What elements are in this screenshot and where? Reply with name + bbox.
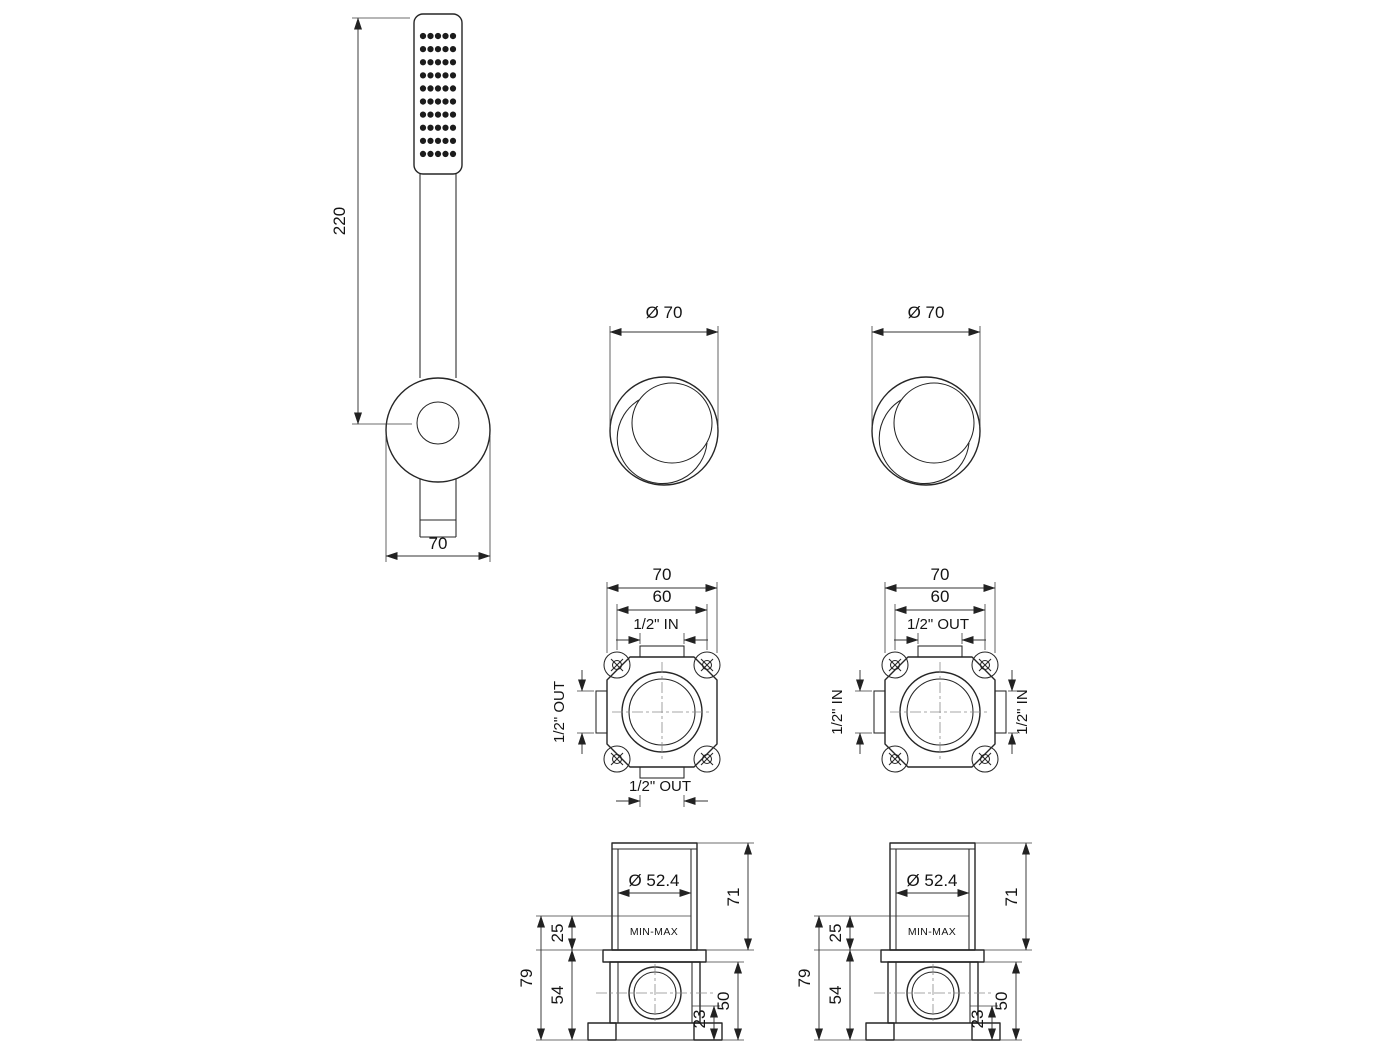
- screw-ear: [693, 745, 721, 773]
- port-boss-top: [917, 645, 963, 658]
- valve-left-spacing-label: 60: [653, 587, 672, 606]
- port-boss-left: [595, 690, 608, 734]
- valve-side-view-right: [795, 843, 1032, 1040]
- mounting-foot: [693, 1022, 723, 1041]
- handshower-diameter-dimension: 70: [385, 436, 491, 562]
- side-port-offset-label: 23: [690, 1010, 709, 1029]
- knob-face: [631, 382, 713, 464]
- knob-view-left: Ø 70: [609, 303, 719, 486]
- valve-left-dimensions: 70 60 1/2" IN 1/2" OUT 1/2" OUT: [551, 565, 718, 807]
- side-plaster-range-label: 25: [548, 924, 567, 943]
- handshower-body: [385, 13, 491, 538]
- screw-ear: [603, 745, 631, 773]
- mounting-foot: [587, 1022, 617, 1041]
- valve-flange: [602, 949, 707, 963]
- handshower-length-dimension: 220: [330, 17, 412, 425]
- valve-right-width-label: 70: [931, 565, 950, 584]
- side-body-depth-label: 50: [714, 992, 733, 1011]
- valve-right-dimensions: 70 60 1/2" OUT 1/2" IN 1/2" IN: [829, 565, 1031, 754]
- side-depth-total-label: 71: [724, 888, 743, 907]
- valve-left-port-top-label: 1/2" IN: [633, 616, 678, 633]
- knob-outer-ring: [609, 376, 719, 486]
- valve-right-port-top-label: 1/2" OUT: [907, 616, 969, 633]
- side-diameter-label: Ø 52.4: [628, 871, 679, 890]
- port-boss-right: [994, 690, 1007, 734]
- hose-connection: [416, 401, 460, 445]
- valve-left-port-bottom-label: 1/2" OUT: [629, 778, 691, 795]
- knob-diameter-label: Ø 70: [646, 303, 683, 322]
- port-boss-top: [639, 645, 685, 658]
- port-boss-bottom: [639, 766, 685, 779]
- port-boss-left: [873, 690, 886, 734]
- knob-grip-crescent: [616, 399, 708, 485]
- wall-escutcheon: [385, 377, 491, 483]
- screw-ear: [603, 651, 631, 679]
- valve-right-port-left-label: 1/2" IN: [829, 689, 846, 734]
- valve-right-spacing-label: 60: [931, 587, 950, 606]
- screw-ear: [693, 651, 721, 679]
- knob-diameter-dimension: Ø 70: [609, 303, 719, 427]
- valve-right-port-right-label: 1/2" IN: [1014, 689, 1031, 734]
- side-height-total-label: 79: [517, 969, 536, 988]
- valve-left-port-left-label: 1/2" OUT: [551, 681, 568, 743]
- valve-body: [609, 961, 701, 1024]
- valve-side-view-left: Ø 52.4 MIN-MAX 25 54 79 71 50 23: [517, 842, 754, 1041]
- valve-plate-right: [881, 651, 999, 773]
- handshower-diameter-label: 70: [429, 534, 448, 553]
- handshower-length-label: 220: [330, 207, 349, 235]
- handshower-head: [413, 13, 463, 175]
- valve-left-width-label: 70: [653, 565, 672, 584]
- knob-view-right: [872, 303, 980, 485]
- valve-plate-left: [603, 651, 721, 773]
- handshower-view: 220 70: [330, 13, 491, 562]
- minmax-label: MIN-MAX: [630, 926, 678, 938]
- side-body-height-label: 54: [548, 986, 567, 1005]
